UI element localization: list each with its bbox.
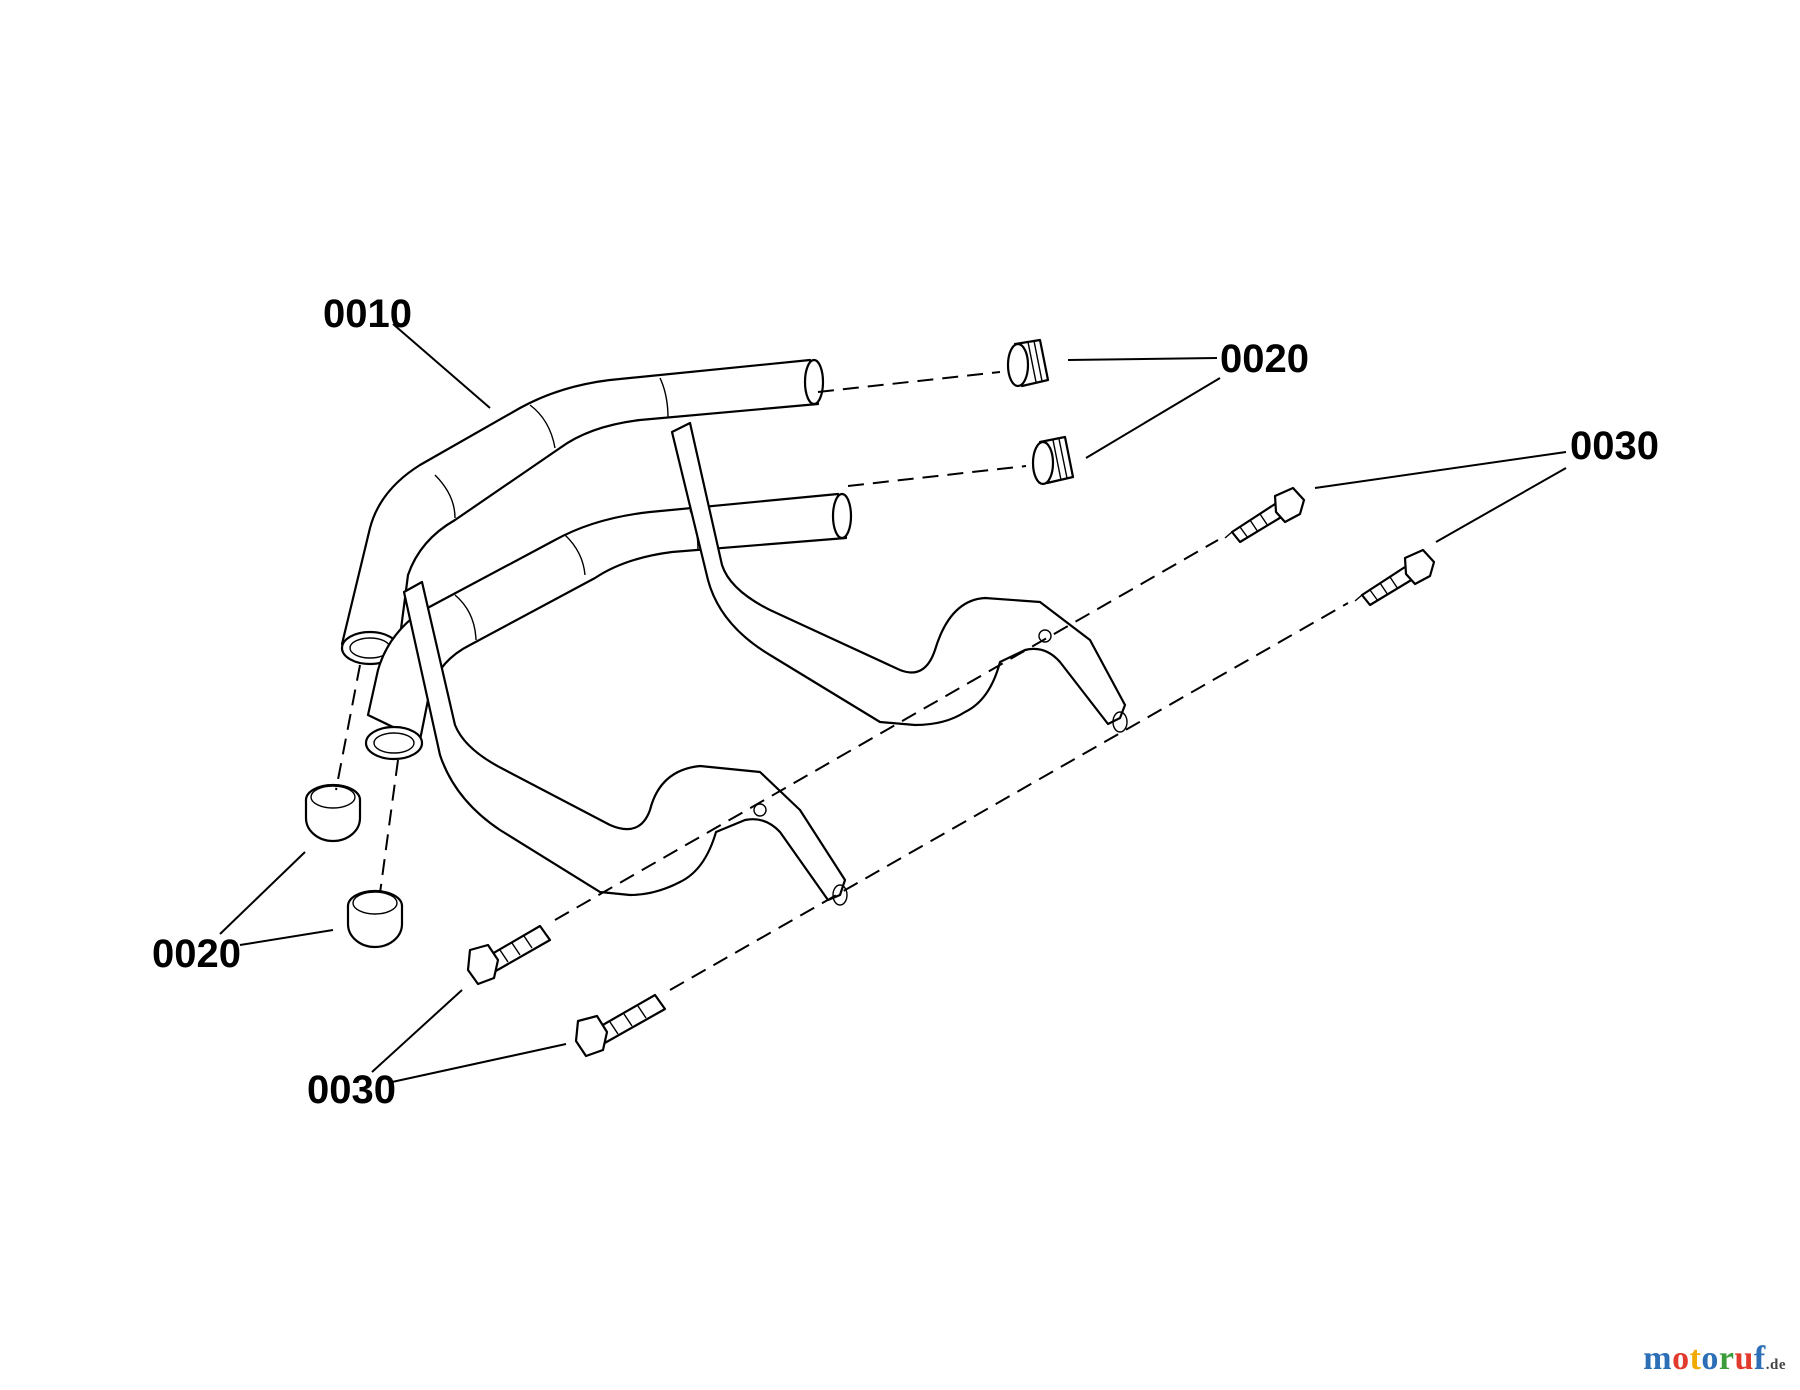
watermark-logo: motoruf.de bbox=[1643, 1340, 1786, 1378]
screw-left-lower bbox=[574, 993, 667, 1058]
plug-right-lower bbox=[1031, 435, 1075, 486]
watermark-letter: m bbox=[1643, 1340, 1673, 1377]
watermark-letter: o bbox=[1701, 1340, 1719, 1377]
watermark-letter: f bbox=[1753, 1340, 1766, 1377]
plug-left-upper bbox=[304, 783, 362, 843]
plug-right-upper bbox=[1006, 338, 1050, 388]
watermark-letter: u bbox=[1734, 1340, 1754, 1377]
assembly-lines bbox=[335, 371, 1349, 991]
screw-right-upper bbox=[1224, 486, 1306, 544]
callout-0020-right: 0020 bbox=[1220, 337, 1309, 381]
screw-right-lower bbox=[1354, 548, 1436, 607]
callout-0030-right: 0030 bbox=[1570, 424, 1659, 468]
watermark-letter: r bbox=[1718, 1340, 1735, 1377]
watermark-letter: o bbox=[1672, 1340, 1690, 1377]
callout-0020-left: 0020 bbox=[152, 932, 241, 976]
handle-bar-part bbox=[340, 358, 853, 761]
watermark-letter: t bbox=[1689, 1340, 1702, 1377]
leader-lines bbox=[219, 323, 1567, 1083]
watermark-tld: .de bbox=[1765, 1357, 1786, 1373]
mounting-bracket-front bbox=[402, 580, 848, 906]
callout-0030-left: 0030 bbox=[307, 1068, 396, 1112]
screw-left-upper bbox=[466, 924, 552, 986]
plug-left-lower bbox=[346, 889, 404, 949]
mounting-bracket-rear bbox=[670, 421, 1128, 733]
callout-0010: 0010 bbox=[323, 292, 412, 336]
